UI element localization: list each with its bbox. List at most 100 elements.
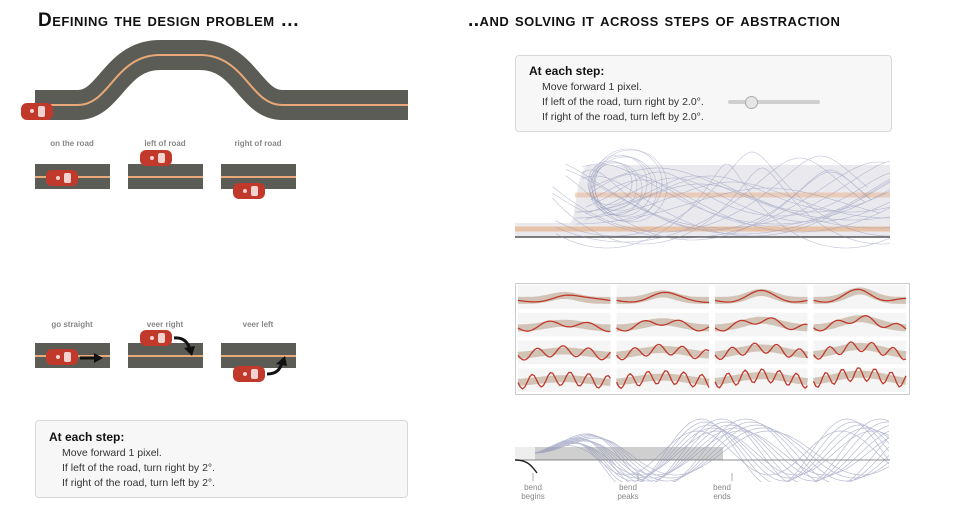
- grid-cell: [517, 340, 611, 365]
- road-tile-left-of-road: [128, 164, 203, 189]
- trail-loop: [592, 156, 658, 222]
- bend-band-lead: [515, 447, 535, 460]
- trajectory-line: [534, 424, 890, 482]
- grid-cell: [714, 312, 808, 337]
- trajectory-line: [534, 430, 890, 476]
- car-path: [714, 317, 808, 332]
- turn-angle-slider[interactable]: [728, 96, 820, 109]
- grid-cell: [517, 285, 611, 309]
- trail-line: [555, 151, 890, 237]
- trail-line: [552, 155, 868, 233]
- cell-bg: [715, 312, 808, 337]
- car-path: [517, 345, 611, 361]
- grid-cell: [813, 285, 907, 309]
- label-veer-left: veer left: [242, 320, 274, 329]
- car-path: [517, 371, 612, 390]
- rules-heading: At each step:: [49, 430, 125, 444]
- trail-loop: [590, 154, 648, 212]
- bend-trajectories: [534, 418, 890, 482]
- trail-loop: [594, 149, 668, 223]
- road-area: [515, 165, 890, 237]
- trajectory-line: [534, 418, 890, 482]
- road-band: [517, 375, 611, 386]
- car-path: [517, 294, 611, 303]
- trail-line: [575, 175, 890, 213]
- label-bend-begins: bend begins: [521, 483, 545, 501]
- trail-line: [575, 181, 890, 219]
- trajectory-line: [534, 427, 890, 479]
- trajectory-line: [534, 424, 890, 482]
- go-straight-diagram: [46, 349, 103, 365]
- car-icon: [140, 150, 172, 166]
- trail-line: [555, 163, 890, 249]
- cell-bg: [813, 312, 906, 337]
- grid-cell: [615, 340, 710, 365]
- grid-cell: [517, 368, 612, 392]
- trajectory-line: [534, 427, 890, 479]
- car-path: [813, 315, 907, 332]
- grid-cell: [714, 285, 808, 309]
- trail-loop: [587, 160, 633, 206]
- road-band: [616, 318, 709, 332]
- small-multiples-grid: [515, 283, 910, 395]
- car-path: [714, 342, 809, 361]
- car-path: [616, 319, 710, 332]
- trail-loop: [591, 155, 653, 217]
- trajectory-line: [534, 430, 890, 476]
- cell-bg: [715, 285, 808, 309]
- grid-cell: [812, 367, 907, 392]
- trail-line: [574, 175, 890, 213]
- label-on-the-road: on the road: [50, 139, 94, 148]
- start-segment: [515, 459, 538, 474]
- right-title: ..and solving it across steps of abstrac…: [468, 10, 841, 31]
- car-path: [714, 289, 808, 303]
- label-bend-ends: bend ends: [713, 483, 731, 501]
- veer-left-diagram: [233, 356, 287, 382]
- trail-line: [565, 160, 890, 229]
- label-bend-peaks: bend peaks: [617, 483, 639, 501]
- road-band: [616, 345, 710, 359]
- road-band: [616, 373, 710, 386]
- car-path: [812, 367, 907, 389]
- trajectory-line: [534, 421, 890, 482]
- trail-line: [582, 175, 890, 237]
- label-veer-right: veer right: [146, 320, 184, 329]
- trail-line: [555, 157, 865, 243]
- road-band: [813, 370, 907, 385]
- grid-cell: [517, 312, 611, 337]
- trail-line: [589, 173, 890, 227]
- curved-road-diagram: [21, 40, 408, 120]
- trail-line: [585, 171, 890, 217]
- left-title: Defining the design problem …: [38, 10, 300, 31]
- left-rules-box: At each step: Move forward 1 pixel. If l…: [35, 420, 408, 498]
- car-path: [714, 368, 808, 390]
- rule-line: If left of the road, turn right by 2.0°.: [542, 96, 704, 108]
- cell-bg: [813, 285, 906, 309]
- label-right-of-road: right of road: [234, 139, 282, 148]
- cell-bg: [715, 340, 808, 365]
- cell-bg: [813, 340, 906, 365]
- trail-loop: [593, 148, 663, 218]
- grid-cell: [714, 340, 809, 365]
- trail-line: [585, 183, 890, 229]
- cell-bg: [715, 368, 808, 392]
- road-band: [715, 288, 808, 304]
- trail-line: [582, 169, 873, 231]
- bend-trajectory-plot: [515, 418, 890, 482]
- trail-loop: [588, 161, 638, 211]
- trajectory-line: [534, 421, 890, 482]
- right-rules-box: At each step: Move forward 1 pixel. If l…: [515, 55, 892, 132]
- trajectory-line: [534, 424, 890, 482]
- trail-line: [575, 187, 881, 225]
- grid-cell: [813, 312, 907, 337]
- rules-heading: At each step:: [529, 64, 605, 78]
- car-path: [616, 291, 709, 304]
- label-go-straight: go straight: [51, 320, 93, 329]
- grid-cell: [615, 368, 710, 392]
- label-left-of-road: left of road: [144, 139, 186, 148]
- grid-cell: [616, 312, 710, 337]
- rule-line: If right of the road, turn left by 2.0°.: [542, 111, 704, 123]
- car-icon: [21, 103, 53, 120]
- slider-handle[interactable]: [745, 96, 758, 109]
- road-band: [517, 319, 611, 332]
